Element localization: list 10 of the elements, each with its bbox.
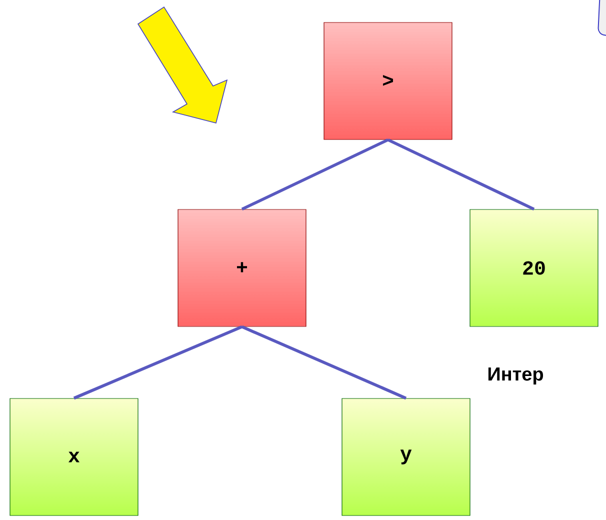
tree-node-box: x — [10, 398, 138, 516]
tree-edge — [241, 325, 407, 400]
tree-edge — [387, 138, 535, 211]
tree-node-box: y — [342, 398, 470, 516]
tree-edge — [241, 138, 389, 211]
tree-node-box: 20 — [470, 209, 598, 327]
tree-edge — [73, 325, 243, 400]
tree-node-box: + — [178, 209, 306, 327]
cut-off-label: Интер — [488, 368, 544, 384]
tree-node-box: > — [324, 22, 452, 140]
